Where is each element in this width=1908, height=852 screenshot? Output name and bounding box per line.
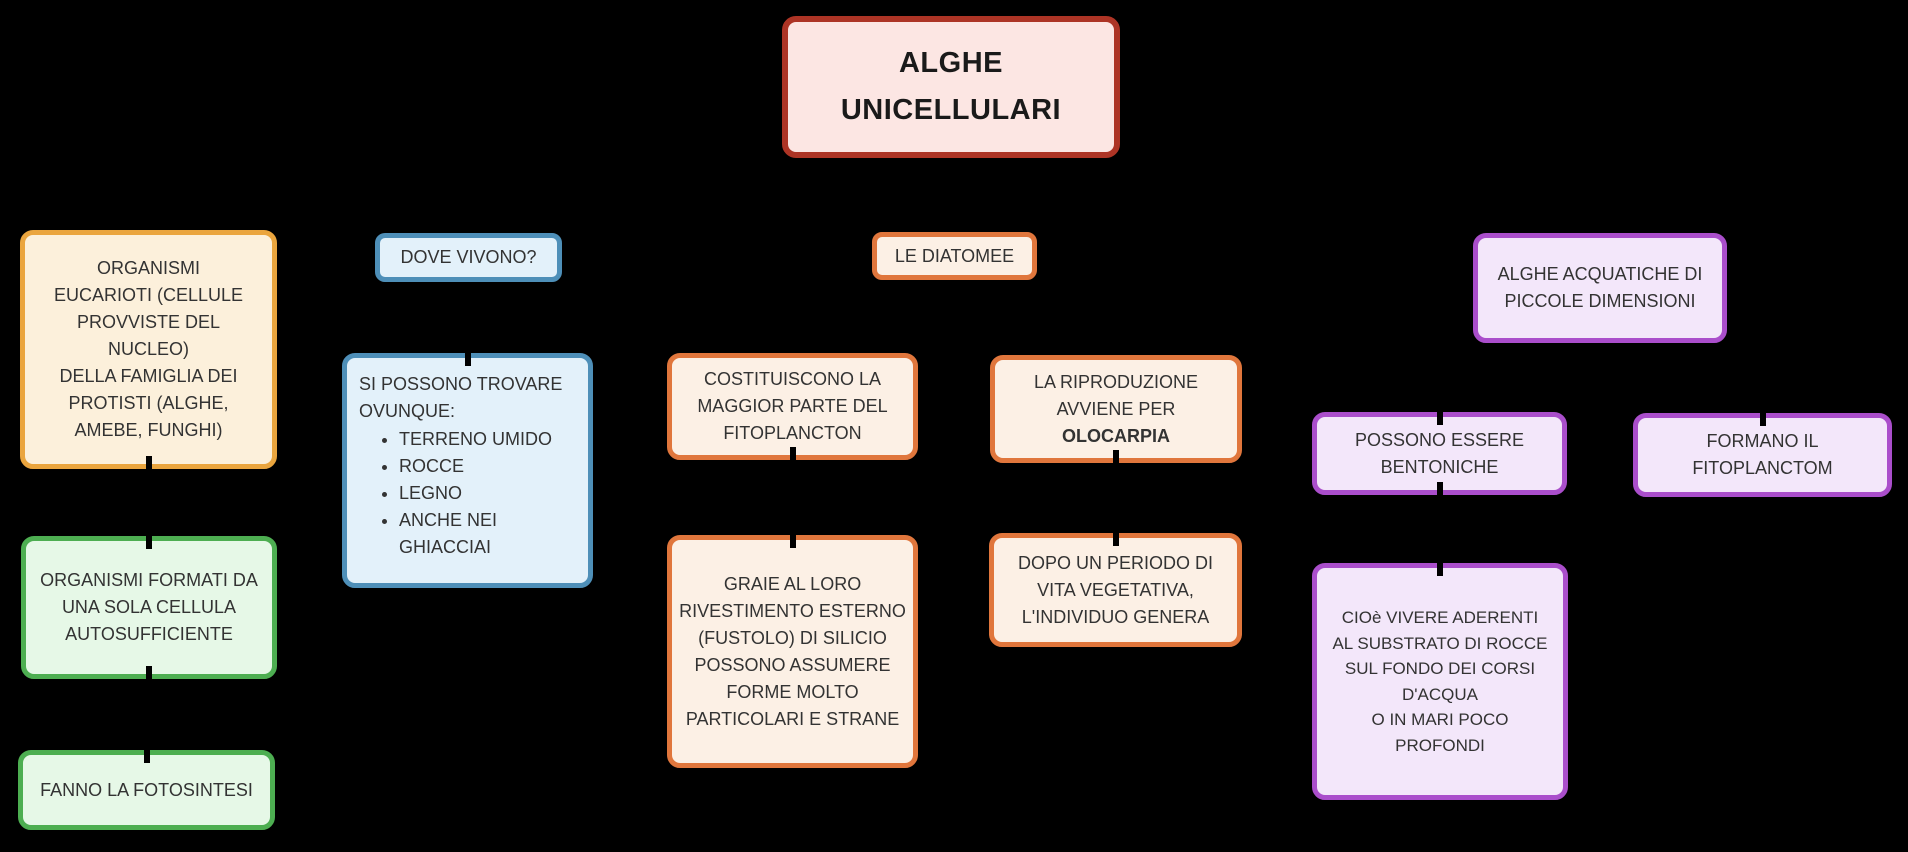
- list-item: TERRENO UMIDO: [399, 426, 580, 453]
- connector-stub: [145, 456, 152, 472]
- concept-node-alghe-unicellulari[interactable]: ALGHE UNICELLULARI: [782, 16, 1120, 158]
- list-item: ROCCE: [399, 453, 580, 480]
- concept-node-dove-vivono[interactable]: DOVE VIVONO?: [375, 233, 562, 282]
- habitat-list: TERRENO UMIDO ROCCE LEGNO ANCHE NEI GHIA…: [359, 426, 580, 561]
- node-text: ALGHE UNICELLULARI: [840, 47, 1062, 126]
- node-text: COSTITUISCONO LA MAGGIOR PARTE DEL FITOP…: [697, 369, 888, 443]
- list-item: LEGNO: [399, 480, 580, 507]
- list-item: ANCHE NEI GHIACCIAI: [399, 507, 580, 561]
- connector-stub: [146, 533, 152, 549]
- node-text: ALGHE ACQUATICHE DI PICCOLE DIMENSIONI: [1497, 264, 1703, 311]
- connector-stub: [1436, 482, 1443, 498]
- concept-node-le-diatomee[interactable]: LE DIATOMEE: [872, 232, 1037, 280]
- concept-node-si-possono-trovare[interactable]: SI POSSONO TROVARE OVUNQUE: TERRENO UMID…: [342, 350, 593, 588]
- connector-stub: [789, 532, 796, 548]
- node-text-bold: OLOCARPIA: [1062, 425, 1170, 446]
- connector-stub: [1436, 409, 1443, 425]
- connector-stub: [146, 666, 152, 682]
- node-text: SI POSSONO TROVARE OVUNQUE:: [359, 374, 563, 421]
- concept-node-rivestimento-silicio[interactable]: GRAIE AL LORO RIVESTIMENTO ESTERNO (FUST…: [667, 532, 918, 768]
- node-text: GRAIE AL LORO RIVESTIMENTO ESTERNO (FUST…: [679, 573, 906, 729]
- connector-stub: [1113, 450, 1119, 466]
- connector-stub: [1759, 410, 1766, 426]
- node-text: FANNO LA FOTOSINTESI: [40, 779, 253, 800]
- connector-stub: [464, 350, 471, 366]
- connector-stub: [1437, 560, 1443, 576]
- node-text: ORGANISMI FORMATI DA UNA SOLA CELLULA AU…: [40, 570, 258, 644]
- connector-stub: [143, 747, 150, 763]
- concept-node-alghe-acquatiche[interactable]: ALGHE ACQUATICHE DI PICCOLE DIMENSIONI: [1473, 233, 1727, 343]
- node-text: DOVE VIVONO?: [400, 247, 537, 267]
- connector-stub: [1112, 530, 1119, 546]
- node-text: FORMANO IL FITOPLANCTOM: [1692, 431, 1833, 478]
- node-text: LA RIPRODUZIONE AVVIENE PER: [1033, 371, 1199, 419]
- node-text: POSSONO ESSERE BENTONICHE: [1354, 429, 1525, 477]
- node-text: DOPO UN PERIODO DI VITA VEGETATIVA, L'IN…: [1017, 552, 1214, 627]
- concept-node-organismi-eucarioti[interactable]: ORGANISMI EUCARIOTI (CELLULE PROVVISTE D…: [20, 230, 277, 472]
- concept-node-costituiscono-fitoplancton[interactable]: COSTITUISCONO LA MAGGIOR PARTE DEL FITOP…: [667, 353, 918, 463]
- concept-node-vivere-aderenti[interactable]: CIOè VIVERE ADERENTI AL SUBSTRATO DI ROC…: [1312, 560, 1568, 800]
- concept-node-fotosintesi[interactable]: FANNO LA FOTOSINTESI: [18, 747, 275, 830]
- connector-stub: [789, 447, 796, 463]
- concept-node-bentoniche[interactable]: POSSONO ESSERE BENTONICHE: [1312, 409, 1567, 498]
- concept-node-vita-vegetativa[interactable]: DOPO UN PERIODO DI VITA VEGETATIVA, L'IN…: [989, 530, 1242, 647]
- node-text: LE DIATOMEE: [894, 245, 1015, 266]
- concept-node-formano-fitoplanctom[interactable]: FORMANO IL FITOPLANCTOM: [1633, 410, 1892, 497]
- node-text: CIOè VIVERE ADERENTI AL SUBSTRATO DI ROC…: [1332, 608, 1548, 755]
- concept-node-riproduzione-olocarpia[interactable]: LA RIPRODUZIONE AVVIENE PER OLOCARPIA: [990, 355, 1242, 466]
- node-text: ORGANISMI EUCARIOTI (CELLULE PROVVISTE D…: [53, 258, 244, 440]
- concept-node-una-sola-cellula[interactable]: ORGANISMI FORMATI DA UNA SOLA CELLULA AU…: [21, 533, 277, 682]
